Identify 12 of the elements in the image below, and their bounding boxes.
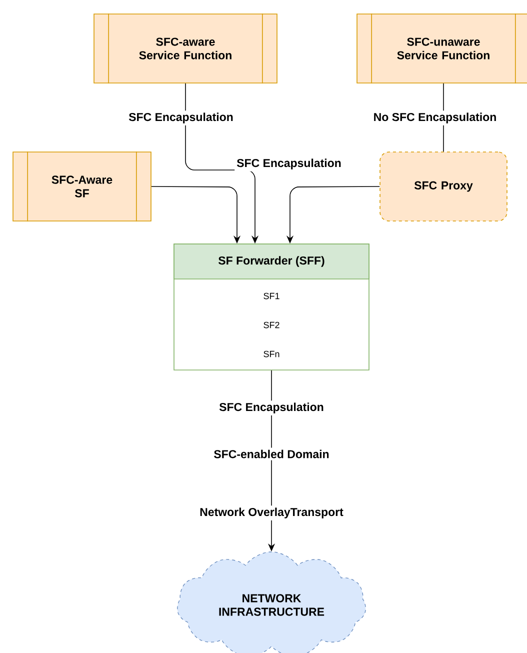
text-label: Network OverlayTransport — [198, 506, 346, 520]
edge-label: No SFC Encapsulation — [371, 110, 499, 126]
text-label: SFC Encapsulation — [234, 156, 344, 172]
list-box: SF Forwarder (SFF) SF1 SF2 SFn — [174, 244, 370, 370]
proxy-box: SFC Proxy — [380, 152, 508, 222]
process-box: SFC-Aware SF — [12, 151, 152, 222]
process-box: SFC-unaware Service Function — [356, 13, 527, 84]
cloud: NETWORK INFRASTRUCTURE — [177, 552, 366, 653]
edge-label: SFC Encapsulation — [126, 110, 236, 126]
process-box: SFC-aware Service Function — [94, 13, 278, 84]
edge-label: SFC Encapsulation — [217, 400, 326, 416]
text-label: SFC-enabled Domain — [212, 448, 332, 460]
